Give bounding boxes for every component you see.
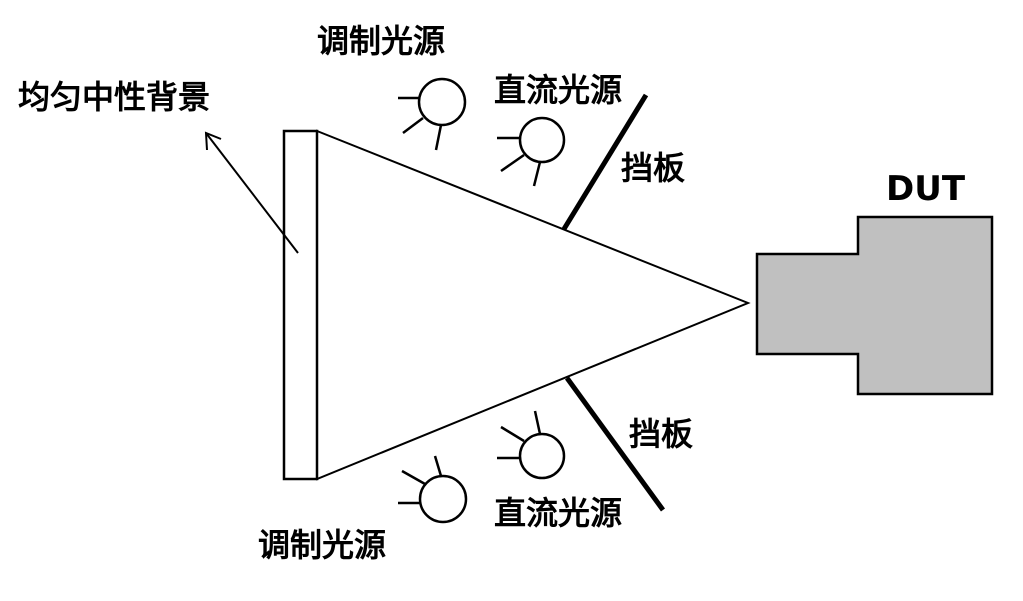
dc-light-source-top-icon xyxy=(497,116,566,187)
background-panel xyxy=(282,129,319,481)
label-baffle-bottom: 挡板 xyxy=(629,415,693,453)
label-dc-light-top: 直流光源 xyxy=(494,71,622,109)
dut-device xyxy=(755,215,994,396)
label-modulated-light-top: 调制光源 xyxy=(317,22,445,60)
label-baffle-top: 挡板 xyxy=(621,149,685,187)
label-dc-light-bottom: 直流光源 xyxy=(494,494,622,532)
field-of-view-cone xyxy=(316,129,751,481)
label-modulated-light-bottom: 调制光源 xyxy=(258,526,386,564)
modulated-light-source-bottom-icon xyxy=(398,455,468,524)
modulated-light-source-top-icon xyxy=(398,77,467,151)
background-pointer-arrow xyxy=(204,131,299,254)
label-background: 均匀中性背景 xyxy=(18,78,210,116)
label-dut: DUT xyxy=(886,169,966,209)
dc-light-source-bottom-icon xyxy=(497,410,566,480)
baffle-top xyxy=(561,93,649,231)
baffle-bottom xyxy=(564,376,666,512)
